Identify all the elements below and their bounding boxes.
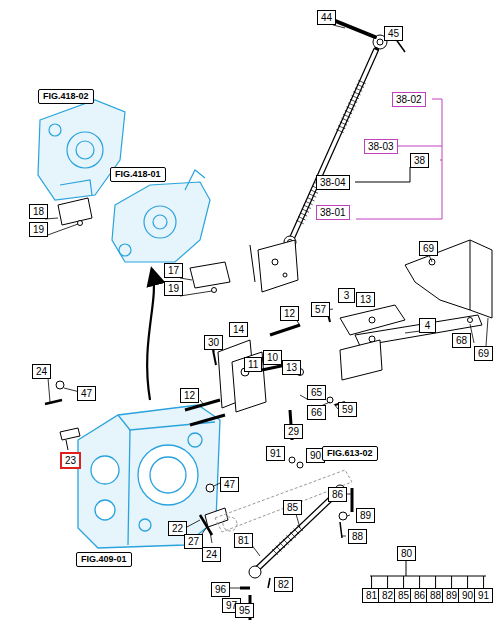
callout-number: 57 [311, 302, 330, 317]
stud-23 [60, 428, 80, 450]
housing-409-01 [78, 405, 220, 548]
callout-number: 24 [32, 364, 51, 379]
group-bracket-80 [370, 560, 486, 588]
callout-number: 89 [356, 508, 375, 523]
callout-number: 11 [244, 357, 262, 372]
plates [58, 198, 230, 293]
callout-number: 85 [283, 500, 302, 515]
figure-reference: FIG.418-02 [38, 89, 94, 104]
callout-number: 38-01 [316, 205, 350, 220]
small-parts [45, 381, 228, 535]
callout-number: 91 [266, 446, 285, 461]
callout-number: 69 [419, 241, 438, 256]
callout-number: 68 [452, 333, 471, 348]
callout-number: 23 [60, 452, 81, 469]
callout-number: 14 [229, 322, 248, 337]
callout-number: 27 [184, 534, 203, 549]
rocker-plates [185, 325, 304, 468]
link-bracket [250, 240, 298, 292]
figure-reference: FIG.409-01 [76, 552, 132, 567]
top-link [284, 20, 405, 248]
callout-number: 95 [235, 603, 254, 618]
bracket-65 [327, 340, 382, 405]
callout-number: 24 [202, 547, 221, 562]
cover-69 [405, 240, 492, 318]
lower-link-ghost [215, 470, 352, 532]
callout-number: 19 [29, 222, 48, 237]
callout-number: 81 [234, 533, 253, 548]
callout-number: 45 [384, 26, 403, 41]
figure-reference: FIG.613-02 [322, 446, 378, 461]
callout-number: 66 [307, 405, 326, 420]
callout-number: 38 [410, 153, 429, 168]
callout-number: 19 [164, 281, 183, 296]
callout-number: 59 [338, 402, 357, 417]
assembly-arrow [147, 270, 154, 400]
callout-number: 38-03 [364, 139, 398, 154]
callout-number: 10 [263, 350, 282, 365]
callout-number: 30 [204, 335, 223, 350]
callout-number: 80 [397, 546, 416, 561]
callout-number: 69 [474, 346, 493, 361]
callout-number: 44 [317, 10, 336, 25]
callout-number: 17 [164, 263, 183, 278]
callout-number: 88 [348, 529, 367, 544]
cover-418-02 [38, 100, 125, 200]
callout-number: 38-02 [392, 92, 426, 107]
group-bracket-38 [356, 99, 442, 219]
callout-number: 47 [77, 386, 96, 401]
callout-number: 91 [474, 588, 493, 603]
callout-number: 3 [338, 288, 355, 303]
leader-lines [45, 25, 488, 612]
callout-number: 65 [307, 385, 326, 400]
lower-link-81 [240, 485, 345, 620]
callout-number: 82 [274, 577, 293, 592]
callout-number: 29 [284, 424, 303, 439]
callout-number: 18 [29, 204, 48, 219]
callout-number: 12 [280, 306, 299, 321]
callout-number: 4 [419, 318, 436, 333]
callout-number: 47 [220, 477, 239, 492]
callout-number: 13 [356, 292, 375, 307]
group-bracket-38-black [355, 167, 410, 182]
figure-reference: FIG.418-01 [110, 167, 166, 182]
callout-number: 12 [180, 388, 199, 403]
callout-number: 86 [328, 487, 347, 502]
cover-418-01 [112, 170, 210, 262]
callout-number: 38-04 [316, 175, 350, 190]
callout-number: 96 [211, 582, 230, 597]
callout-number: 13 [282, 360, 301, 375]
